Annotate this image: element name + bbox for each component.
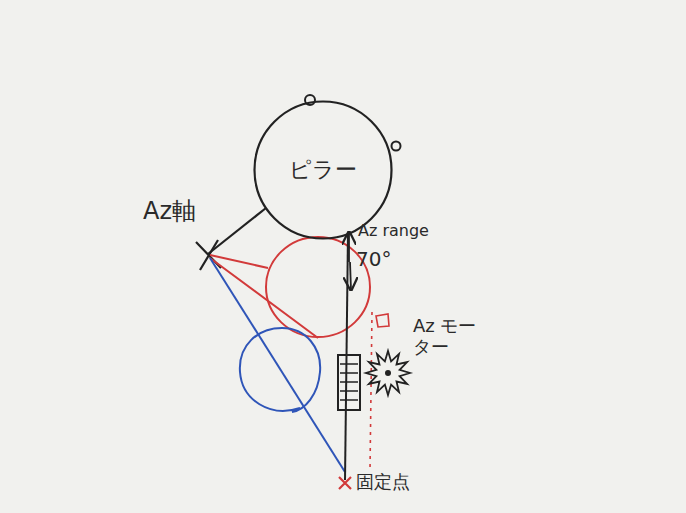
motor-label: Az モーター xyxy=(413,316,493,357)
axis-cross xyxy=(196,240,221,270)
fixed-point-label: 固定点 xyxy=(356,472,410,493)
pillar-circle: ピラー xyxy=(253,100,393,240)
pillar-mark xyxy=(392,142,401,151)
pillar-red xyxy=(266,237,370,337)
range-arrow xyxy=(348,232,350,262)
pillar-blue xyxy=(240,328,320,412)
angle-label: 70° xyxy=(356,248,391,271)
fixed-point-mark xyxy=(339,477,351,489)
axis-label: Az軸 xyxy=(143,198,196,226)
red-mark xyxy=(376,314,389,327)
range-label: Az range xyxy=(358,222,429,240)
dashed-line xyxy=(370,312,372,470)
rack xyxy=(338,355,360,410)
gear-symbol xyxy=(366,351,410,395)
arm-red xyxy=(210,255,318,338)
pillar-outline-circle xyxy=(255,102,392,239)
pillar-label: ピラー xyxy=(289,155,357,185)
gear-center xyxy=(385,370,391,376)
rack-teeth xyxy=(340,364,358,400)
arm-blue xyxy=(210,258,345,472)
range-arrow xyxy=(350,262,351,290)
arm-black xyxy=(208,208,266,254)
